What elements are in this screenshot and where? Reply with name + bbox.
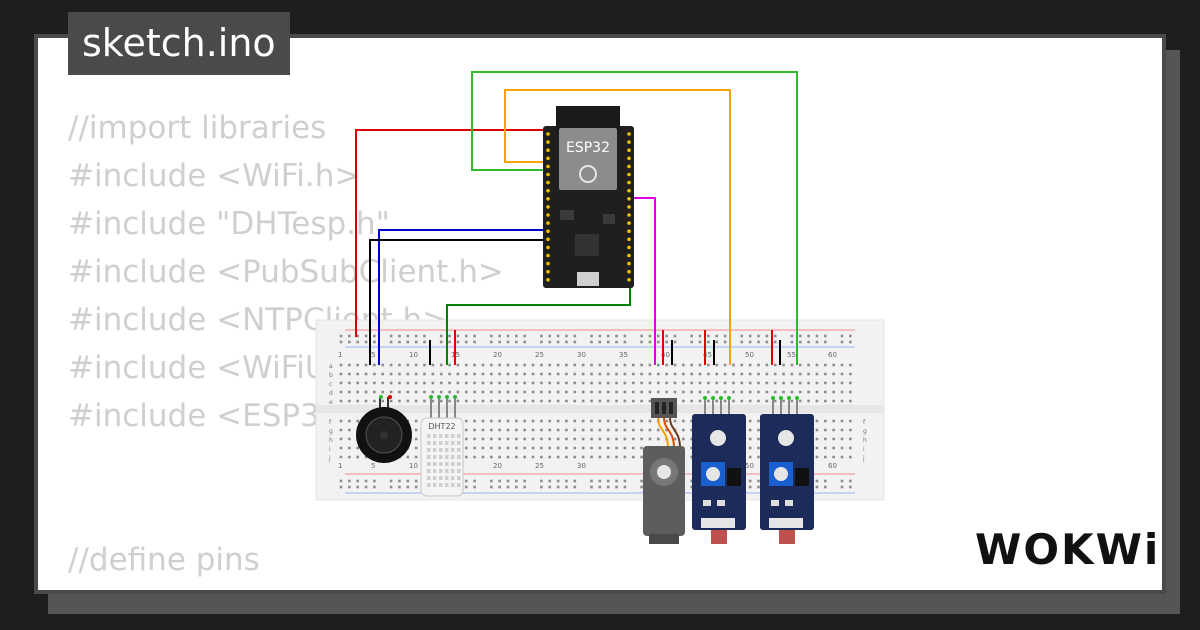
wokwi-logo: WOKWi — [975, 525, 1161, 574]
row-letter: c — [329, 381, 332, 388]
row-letter: f — [863, 419, 866, 426]
breadboard-row-letters: a b c d e f g h i j f g h i j — [328, 363, 867, 462]
row-letter: h — [329, 437, 333, 444]
row-letter: j — [328, 455, 331, 462]
esp32-board: ESP32 — [543, 106, 634, 288]
wire-green-loop — [471, 71, 798, 365]
code-line: #include <PubSubClient.h> — [68, 254, 504, 290]
wire-orange-loop — [504, 89, 731, 365]
row-letter: g — [329, 428, 333, 435]
column-number: 40 — [661, 351, 670, 359]
column-number: 35 — [619, 351, 628, 359]
column-number: 50 — [745, 462, 754, 470]
column-number: 5 — [371, 462, 375, 470]
code-line: //define pins — [68, 542, 260, 578]
column-number: 1 — [338, 351, 342, 359]
column-number: 55 — [787, 351, 796, 359]
row-letter: f — [329, 419, 332, 426]
column-number: 60 — [828, 462, 837, 470]
servo-motor — [643, 398, 685, 544]
code-line: #include <WiFi.h> — [68, 158, 361, 194]
code-preview: //import libraries #include <WiFi.h> #incl… — [68, 104, 504, 590]
row-letter: i — [329, 446, 331, 453]
column-number: 60 — [828, 351, 837, 359]
column-number: 30 — [577, 351, 586, 359]
row-letter: i — [863, 446, 865, 453]
row-letter: d — [329, 390, 333, 397]
wire-magenta-servo — [624, 197, 656, 365]
esp32-pins — [546, 132, 631, 282]
column-number: 25 — [535, 462, 544, 470]
column-number: 1 — [338, 462, 342, 470]
column-number: 10 — [409, 351, 418, 359]
ldr-module-2 — [760, 396, 814, 544]
column-number: 10 — [409, 462, 418, 470]
dht-label: DHT22 — [428, 422, 455, 431]
esp32-label: ESP32 — [566, 140, 610, 156]
code-line: //import libraries — [68, 110, 327, 146]
usb-chip-icon — [575, 234, 599, 256]
column-number: 50 — [745, 351, 754, 359]
row-letter: j — [862, 455, 865, 462]
dht22-sensor: DHT22 — [420, 395, 464, 497]
breadboard-column-numbers: 1 5 10 15 20 25 30 35 40 45 50 55 60 1 5… — [338, 351, 837, 470]
row-letter: h — [863, 437, 867, 444]
column-number: 25 — [535, 351, 544, 359]
buzzer — [356, 395, 412, 463]
row-letter: e — [329, 399, 333, 406]
sketch-title: sketch.ino — [68, 12, 290, 75]
dht-vent-grid — [427, 434, 461, 487]
wire-red-power — [355, 129, 544, 337]
column-number: 20 — [493, 351, 502, 359]
code-line: #include "DHTesp.h" — [68, 206, 390, 242]
wire-black-ground — [369, 239, 544, 365]
column-number: 20 — [493, 462, 502, 470]
row-letter: b — [329, 372, 333, 379]
usb-port-icon — [577, 272, 599, 286]
column-number: 45 — [703, 351, 712, 359]
ldr-module-1 — [692, 396, 746, 544]
column-number: 30 — [577, 462, 586, 470]
row-letter: g — [863, 428, 867, 435]
column-number: 5 — [371, 351, 375, 359]
row-letter: a — [329, 363, 333, 370]
wire-blue — [378, 229, 544, 365]
espressif-logo-icon — [579, 165, 597, 183]
